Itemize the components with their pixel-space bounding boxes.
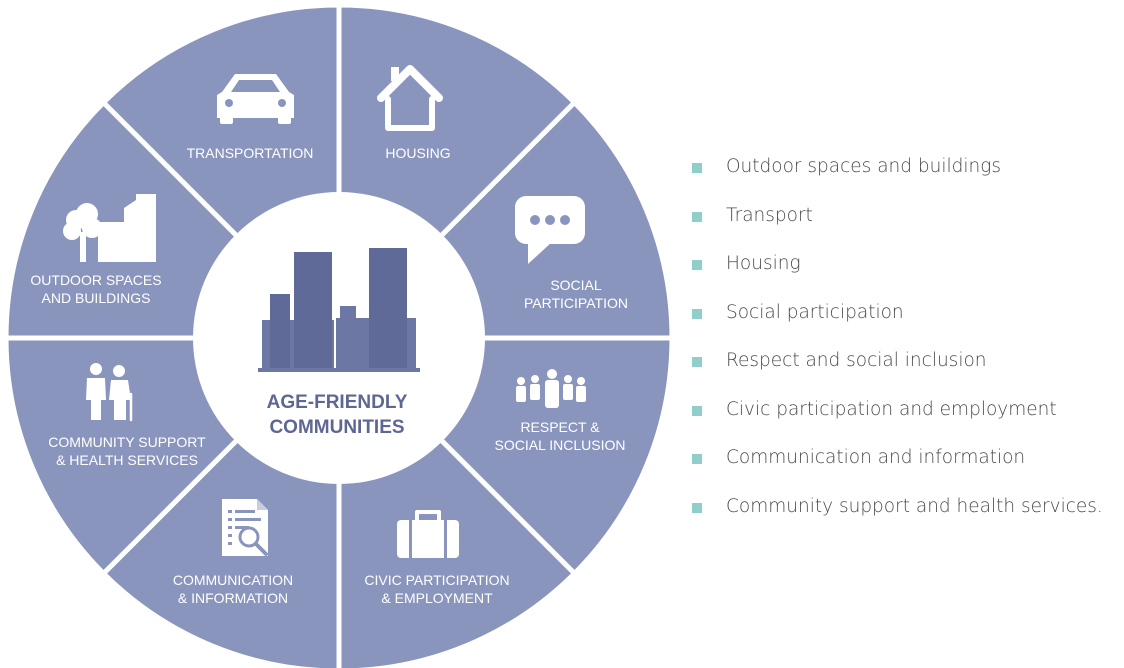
legend-item-label: Communication and information	[726, 447, 1026, 468]
square-bullet-icon	[692, 405, 702, 416]
segment-label-line: AND BUILDINGS	[42, 290, 151, 306]
segment-label: CIVIC PARTICIPATION & EMPLOYMENT	[364, 572, 509, 606]
tree-building-icon	[63, 194, 156, 262]
legend-item-label: Social participation	[726, 301, 904, 323]
square-bullet-icon	[692, 357, 702, 367]
segment-label-line: COMMUNICATION	[173, 572, 293, 588]
briefcase-icon	[397, 510, 459, 558]
legend-item: Outdoor spaces and buildings	[692, 154, 1103, 203]
segment-label: OUTDOOR SPACES AND BUILDINGS	[30, 272, 161, 306]
segment-label-line: & INFORMATION	[178, 590, 288, 606]
segment-label: COMMUNITY SUPPORT & HEALTH SERVICES	[48, 434, 206, 468]
square-bullet-icon	[692, 211, 702, 222]
segment-label: SOCIAL PARTICIPATION	[524, 277, 628, 311]
legend-item: Communication and information	[692, 445, 1103, 494]
segment-label: HOUSING	[385, 145, 450, 161]
age-friendly-wheel: AGE-FRIENDLY COMMUNITIES	[6, 5, 672, 668]
segment-label-line: SOCIAL	[550, 277, 602, 293]
segment-label: RESPECT & SOCIAL INCLUSION	[495, 419, 626, 453]
segment-label-line: RESPECT &	[520, 419, 600, 435]
square-bullet-icon	[692, 163, 702, 173]
legend-item-label: Outdoor spaces and buildings	[726, 156, 1001, 177]
square-bullet-icon	[692, 308, 702, 319]
segment-label-line: COMMUNITY SUPPORT	[48, 434, 206, 450]
segment-label-line: CIVIC PARTICIPATION	[364, 572, 509, 588]
segment-label-line: OUTDOOR SPACES	[30, 272, 161, 288]
segment-label-line: PARTICIPATION	[524, 295, 628, 311]
legend-item-label: Community support and health services.	[726, 495, 1103, 517]
legend-item-label: Transport	[726, 204, 813, 226]
legend-item-label: Housing	[726, 253, 801, 274]
speech-bubble-icon	[515, 196, 585, 264]
legend-item: Transport	[692, 203, 1103, 252]
segment-label-line: & EMPLOYMENT	[381, 590, 493, 606]
legend-item: Civic participation and employment	[692, 397, 1103, 446]
legend-item-label: Civic participation and employment	[726, 398, 1057, 420]
segment-label-line: TRANSPORTATION	[187, 145, 314, 161]
segment-label-line: & HEALTH SERVICES	[56, 452, 198, 468]
people-group-icon	[516, 369, 586, 408]
segment-label: TRANSPORTATION	[187, 145, 314, 161]
square-bullet-icon	[692, 454, 702, 464]
city-buildings-icon	[258, 248, 420, 372]
segment-label: COMMUNICATION & INFORMATION	[173, 572, 293, 606]
square-bullet-icon	[692, 260, 702, 270]
legend-item: Community support and health services.	[692, 494, 1103, 543]
elderly-couple-icon	[86, 363, 133, 422]
legend-item: Social participation	[692, 300, 1103, 349]
segment-label-line: SOCIAL INCLUSION	[495, 437, 626, 453]
legend-item-label: Respect and social inclusion	[726, 350, 987, 371]
car-icon	[217, 74, 294, 124]
center-title-line-2: COMMUNITIES	[269, 417, 404, 438]
center-title-line-1: AGE-FRIENDLY	[267, 392, 408, 413]
square-bullet-icon	[692, 502, 702, 513]
legend-item: Respect and social inclusion	[692, 348, 1103, 397]
legend-item: Housing	[692, 251, 1103, 300]
house-icon	[377, 65, 443, 131]
segment-label-line: HOUSING	[385, 145, 450, 161]
document-magnifier-icon	[222, 499, 268, 556]
